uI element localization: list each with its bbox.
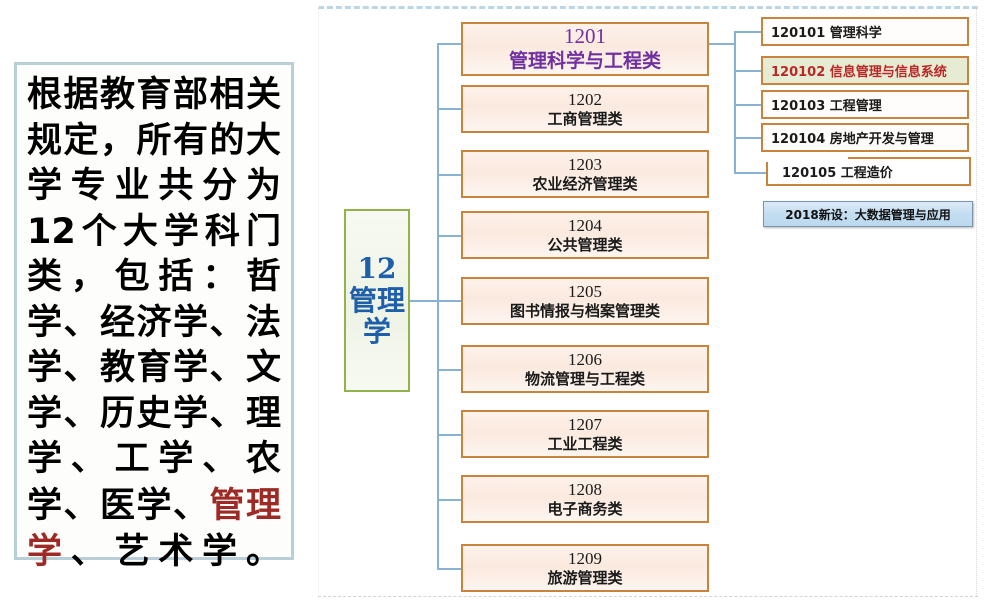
connector-branch-120103 (734, 104, 761, 106)
new-major-note-badge[interactable]: 2018新设：大数据管理与应用 (763, 201, 973, 227)
connector-1201-to-subtrunk (709, 43, 736, 45)
category-box-1206[interactable]: 1206 物流管理与工程类 (461, 345, 709, 393)
intro-paragraph-part-before: 根据教育部相关规定，所有的大学专业共分为12个大学科门类，包括：哲学、经济学、法… (27, 75, 281, 526)
category-name-1202: 工商管理类 (547, 110, 623, 129)
subcategory-label-120101: 120101 管理科学 (771, 26, 882, 41)
connector-branch-120105 (734, 172, 766, 174)
connector-branch-120101 (734, 31, 761, 33)
connector-branch-1209 (437, 568, 461, 570)
category-name-1209: 旅游管理类 (547, 569, 623, 588)
connector-branch-1203 (437, 174, 461, 176)
category-name-1201: 管理科学与工程类 (508, 49, 661, 72)
category-name-1207: 工业工程类 (547, 435, 623, 454)
category-box-1204[interactable]: 1204 公共管理类 (461, 211, 709, 259)
connector-branch-1204 (437, 235, 461, 237)
root-node-label: 12 管理学 (348, 252, 405, 349)
category-code-1202: 1202 (568, 89, 602, 109)
connector-branch-1202 (437, 108, 461, 110)
category-code-1204: 1204 (568, 215, 602, 235)
category-code-1207: 1207 (568, 414, 602, 434)
category-box-1208[interactable]: 1208 电子商务类 (461, 475, 709, 523)
category-code-1208: 1208 (568, 479, 602, 499)
intro-highlight-term: 管理学 (27, 484, 281, 573)
category-box-1207[interactable]: 1207 工业工程类 (461, 410, 709, 458)
category-box-1201[interactable]: 1201 管理科学与工程类 (461, 22, 709, 76)
slide-frame-left-border (318, 6, 319, 596)
subcategory-box-120102[interactable]: 120102 信息管理与信息系统 (761, 56, 969, 85)
category-box-1203[interactable]: 1203 农业经济管理类 (461, 150, 709, 198)
category-code-1206: 1206 (568, 349, 602, 369)
connector-branch-1201 (437, 43, 461, 45)
subcategory-box-120101[interactable]: 120101 管理科学 (761, 17, 969, 46)
connector-branch-120102 (734, 70, 761, 72)
connector-branch-1206 (437, 369, 461, 371)
subcategory-label-120104: 120104 房地产开发与管理 (771, 132, 934, 147)
category-code-1205: 1205 (568, 281, 602, 301)
subcategory-box-120104[interactable]: 120104 房地产开发与管理 (761, 123, 969, 152)
subcategory-label-120103: 120103 工程管理 (771, 99, 882, 114)
category-code-1209: 1209 (568, 548, 602, 568)
category-code-1203: 1203 (568, 154, 602, 174)
slide-frame-right-border (976, 6, 977, 596)
subcategory-box-120105-overlay-patch (762, 152, 848, 162)
category-name-1203: 农业经济管理类 (532, 175, 638, 194)
category-name-1205: 图书情报与档案管理类 (509, 302, 660, 321)
connector-branch-1205 (437, 300, 461, 302)
category-name-1208: 电子商务类 (547, 500, 623, 519)
category-box-1209[interactable]: 1209 旅游管理类 (461, 544, 709, 592)
connector-branch-1208 (437, 499, 461, 501)
category-name-1204: 公共管理类 (547, 236, 623, 255)
intro-paragraph: 根据教育部相关规定，所有的大学专业共分为12个大学科门类，包括：哲学、经济学、法… (27, 73, 281, 576)
slide-frame-top-border (318, 6, 978, 9)
category-box-1205[interactable]: 1205 图书情报与档案管理类 (461, 277, 709, 325)
connector-branch-1207 (437, 434, 461, 436)
root-node-management-science[interactable]: 12 管理学 (344, 209, 410, 392)
connector-root-to-trunk (410, 300, 439, 302)
connector-trunk-vertical-left (437, 43, 439, 570)
slide-frame-bottom-border (318, 596, 978, 597)
new-major-note-label: 2018新设：大数据管理与应用 (785, 207, 951, 222)
subcategory-label-120102: 120102 信息管理与信息系统 (771, 65, 947, 80)
intro-paragraph-part-after: 、艺术学。 (70, 532, 281, 572)
category-name-1206: 物流管理与工程类 (524, 370, 645, 389)
subcategory-box-120103[interactable]: 120103 工程管理 (761, 90, 969, 119)
subcategory-label-120105: 120105 工程造价 (782, 166, 893, 181)
intro-text-box: 根据教育部相关规定，所有的大学专业共分为12个大学科门类，包括：哲学、经济学、法… (14, 62, 294, 572)
connector-subtrunk-vertical (734, 31, 736, 174)
category-box-1202[interactable]: 1202 工商管理类 (461, 85, 709, 133)
category-code-1201: 1201 (564, 24, 606, 49)
connector-branch-120104 (734, 137, 761, 139)
